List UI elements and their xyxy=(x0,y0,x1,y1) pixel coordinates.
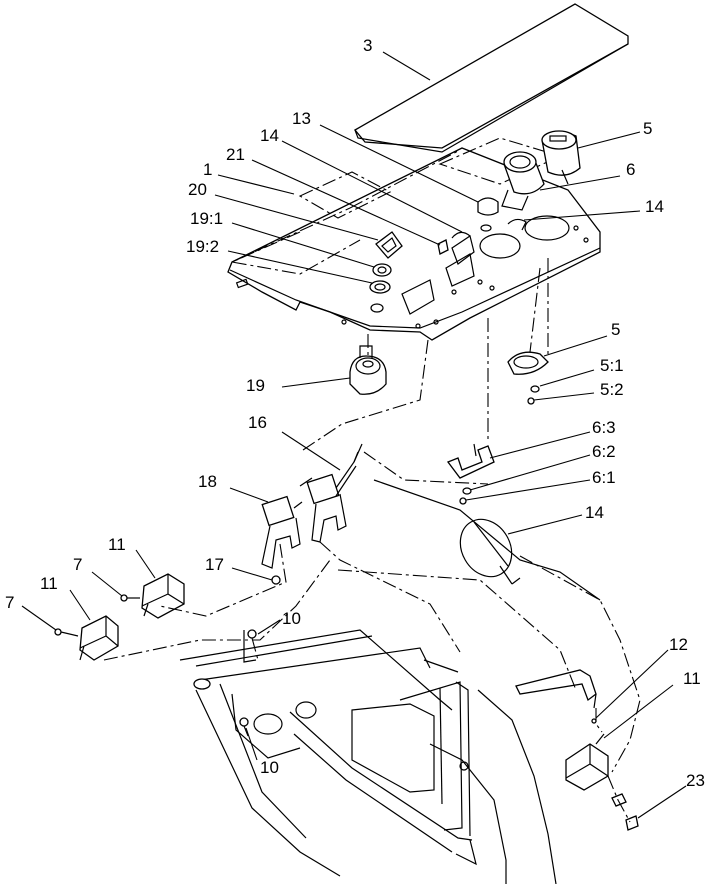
screw-part xyxy=(437,239,449,255)
callout-14: 14 xyxy=(260,126,279,145)
gauge-bracket-part xyxy=(507,351,549,405)
callout-5: 5 xyxy=(611,320,621,339)
panel-cover-part xyxy=(354,3,629,153)
callout-5-1: 5:1 xyxy=(600,356,624,375)
bezel-part xyxy=(375,231,403,259)
callout-11: 11 xyxy=(40,574,58,593)
nut-part xyxy=(372,263,392,277)
callout-5-2: 5:2 xyxy=(600,380,624,399)
switch-part-lower xyxy=(54,615,119,661)
clip-part xyxy=(507,218,527,231)
callout-19-2: 19:2 xyxy=(186,237,220,256)
plug-part xyxy=(477,197,499,232)
callout-10: 10 xyxy=(260,758,279,777)
callout-16: 16 xyxy=(248,413,267,432)
callout-23: 23 xyxy=(686,771,705,790)
control-panel-plate xyxy=(227,137,601,341)
switch-part-upper xyxy=(120,573,185,619)
callout-21: 21 xyxy=(226,145,245,164)
callout-20: 20 xyxy=(188,180,207,199)
frame-chassis xyxy=(179,629,557,884)
gauge-part xyxy=(541,130,581,185)
hour-meter-gauge xyxy=(501,151,545,211)
hour-meter-bracket-part xyxy=(446,443,495,505)
callout-11: 11 xyxy=(683,669,701,688)
callout-5: 5 xyxy=(643,119,653,138)
callout-19: 19 xyxy=(246,376,265,395)
switch-bracket-right xyxy=(515,669,597,709)
callout-14: 14 xyxy=(645,197,664,216)
callout-7: 7 xyxy=(73,555,83,574)
callout-18: 18 xyxy=(198,472,217,491)
clip-part-upper xyxy=(451,231,471,239)
cable-tie-part xyxy=(373,479,601,601)
callout-6-2: 6:2 xyxy=(592,442,616,461)
ignition-switch-part xyxy=(349,345,387,395)
callout-6: 6 xyxy=(626,160,636,179)
callout-1: 1 xyxy=(203,160,213,179)
leader-lines xyxy=(21,51,687,819)
callout-17: 17 xyxy=(205,555,224,574)
callout-11: 11 xyxy=(108,535,126,554)
callout-6-1: 6:1 xyxy=(592,468,616,487)
interlock-switch-bracket xyxy=(261,443,363,585)
assembly-lines xyxy=(103,231,641,823)
callout-13: 13 xyxy=(292,109,311,128)
callout-19-1: 19:1 xyxy=(190,209,224,228)
callout-6-3: 6:3 xyxy=(592,418,616,437)
callout-14: 14 xyxy=(585,503,604,522)
washer-part xyxy=(369,280,391,294)
callout-7: 7 xyxy=(5,593,15,612)
callout-10: 10 xyxy=(282,609,301,628)
callout-3: 3 xyxy=(363,36,373,55)
switch-part-right xyxy=(565,718,639,831)
callout-12: 12 xyxy=(669,635,688,654)
